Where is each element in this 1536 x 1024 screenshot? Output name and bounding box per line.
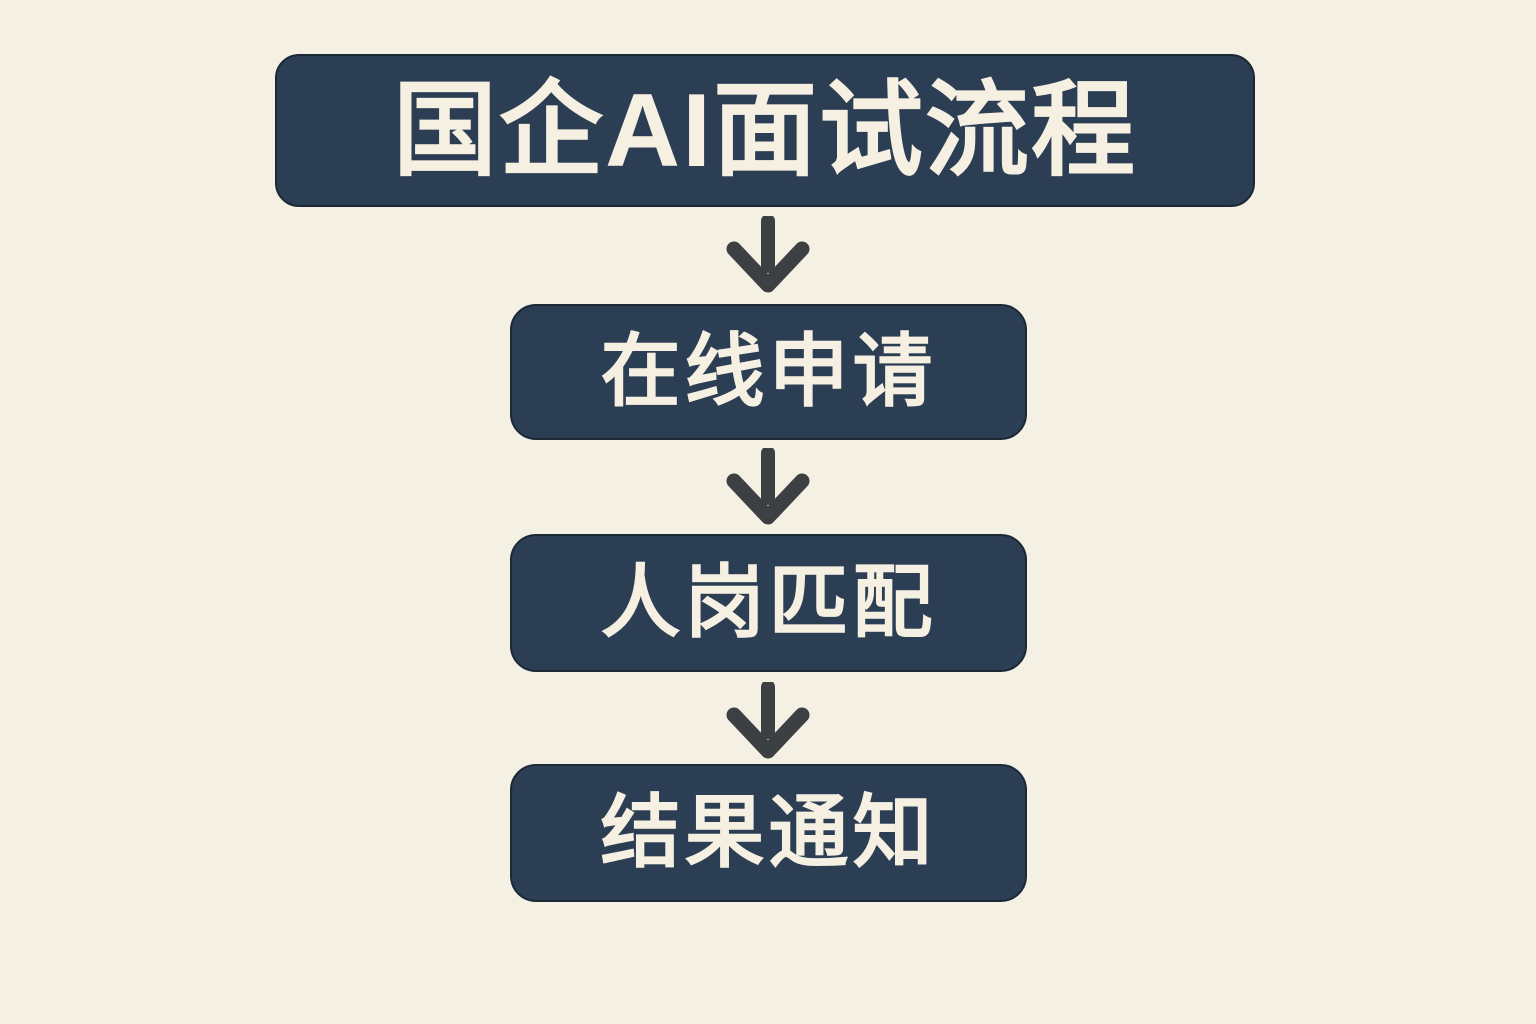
flow-node-person-job-matching: 人岗匹配 [510, 534, 1027, 672]
flow-node-result-notification: 结果通知 [510, 764, 1027, 902]
flow-title-node: 国企AI面试流程 [275, 54, 1255, 207]
flow-node-label: 结果通知 [600, 788, 937, 877]
flow-title-label: 国企AI面试流程 [392, 72, 1137, 189]
arrow-down-icon [723, 216, 813, 294]
flow-node-label: 人岗匹配 [600, 558, 937, 647]
flow-node-online-application: 在线申请 [510, 304, 1027, 440]
arrow-down-icon [723, 448, 813, 526]
flow-node-label: 在线申请 [600, 327, 937, 416]
arrow-down-icon [723, 682, 813, 760]
